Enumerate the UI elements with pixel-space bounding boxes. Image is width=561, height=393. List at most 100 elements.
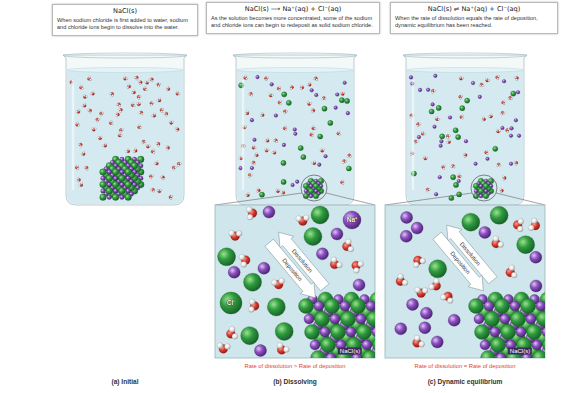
hydrogen-atom [414,335,420,341]
sodium-ion [310,88,314,92]
hydrogen-atom [307,102,309,104]
sodium-ion [113,189,118,194]
hydrogen-atom [78,124,80,126]
chloride-ion [527,325,542,340]
beaker-glass [403,55,527,205]
glass-highlight [242,80,245,190]
hydrogen-atom [150,104,152,106]
hydrogen-atom [127,87,129,89]
hydrogen-atom [138,98,140,100]
hydrogen-atom [77,180,79,182]
hydrogen-atom [303,215,309,221]
sodium-ion [250,118,254,122]
hydrogen-atom [81,87,83,89]
chloride-ion [511,312,526,327]
chloride-ion [267,298,285,316]
hydrogen-atom [271,94,273,96]
chloride-ion [331,325,346,340]
zoom-line [215,193,302,205]
sodium-ion [514,118,518,122]
caption-box: NaCl(s) ⟶ Na⁺(aq) + Cl⁻(aq)As the soluti… [206,2,380,34]
sodium-ion [326,353,336,358]
sodium-ion [250,166,254,170]
hydrogen-atom [531,218,537,224]
sodium-ion [346,111,350,115]
hydrogen-atom [100,136,102,138]
hydrogen-atom [159,83,161,85]
hydrogen-atom [89,76,91,78]
oxygen-atom [502,101,505,104]
sodium-ion [401,211,413,223]
chloride-ion [321,338,336,353]
hydrogen-atom [80,145,82,147]
chloride-ion [106,188,113,195]
hydrogen-atom [84,167,86,169]
hydrogen-atom [255,153,257,155]
sodium-ion [479,184,483,188]
hydrogen-atom [139,83,141,85]
oxygen-atom [283,127,286,130]
hydrogen-atom [92,127,94,129]
hydrogen-atom [138,124,140,126]
hydrogen-atom [256,190,258,192]
chloride-ion [282,92,287,97]
hydrogen-atom [345,160,347,162]
hydrogen-atom [278,189,280,191]
sodium-ion [407,298,419,310]
chloride-ion [436,105,441,110]
hydrogen-atom [402,280,408,286]
chloride-ion [322,106,327,111]
ion-label: Na⁺ [347,216,357,223]
sodium-ion [314,189,318,193]
chloride-ion [299,299,314,314]
hydrogen-atom [453,166,455,168]
chloride-ion [533,351,546,359]
hydrogen-atom [311,132,313,134]
oxygen-atom [146,81,149,84]
chloride-ion [244,273,262,291]
chloride-ion [495,299,510,314]
chloride-ion [517,236,535,254]
sodium-ion [270,83,274,87]
zoom-circle [301,175,327,201]
chloride-ion [125,169,132,176]
chloride-ion [318,134,323,139]
water [237,70,353,204]
water [407,70,523,204]
hydrogen-atom [151,80,153,82]
hydrogen-atom [162,108,164,110]
sodium-ion [479,184,483,188]
hydrogen-atom [279,103,281,105]
hydrogen-atom [144,141,146,143]
zoom-line [385,193,472,205]
hydrogen-atom [312,111,314,113]
hydrogen-atom [260,115,262,117]
oxygen-atom [176,128,179,131]
hydrogen-atom [499,130,501,132]
sodium-ion [120,182,125,187]
chloride-ion [119,175,126,182]
hydrogen-atom [515,163,517,165]
hydrogen-atom [126,78,128,80]
sodium-ion [517,134,521,138]
sodium-ion [113,176,118,181]
hydrogen-atom [249,299,255,305]
hydrogen-atom [127,84,129,86]
chloride-ion [493,146,498,151]
hydrogen-atom [482,84,484,86]
hydrogen-atom [426,157,428,159]
hydrogen-atom [265,79,267,81]
hydrogen-atom [161,111,163,113]
sodium-ion [509,134,513,138]
sodium-ion [418,88,422,92]
hydrogen-atom [331,257,337,263]
hydrogen-atom [110,120,112,122]
hydrogen-atom [278,89,280,91]
hydrogen-atom [76,111,78,113]
hydrogen-atom [354,267,360,273]
hydrogen-atom [247,192,249,194]
sodium-ion [419,322,431,334]
hydrogen-atom [516,79,518,81]
hydrogen-atom [176,130,178,132]
hydrogen-atom [166,148,168,150]
